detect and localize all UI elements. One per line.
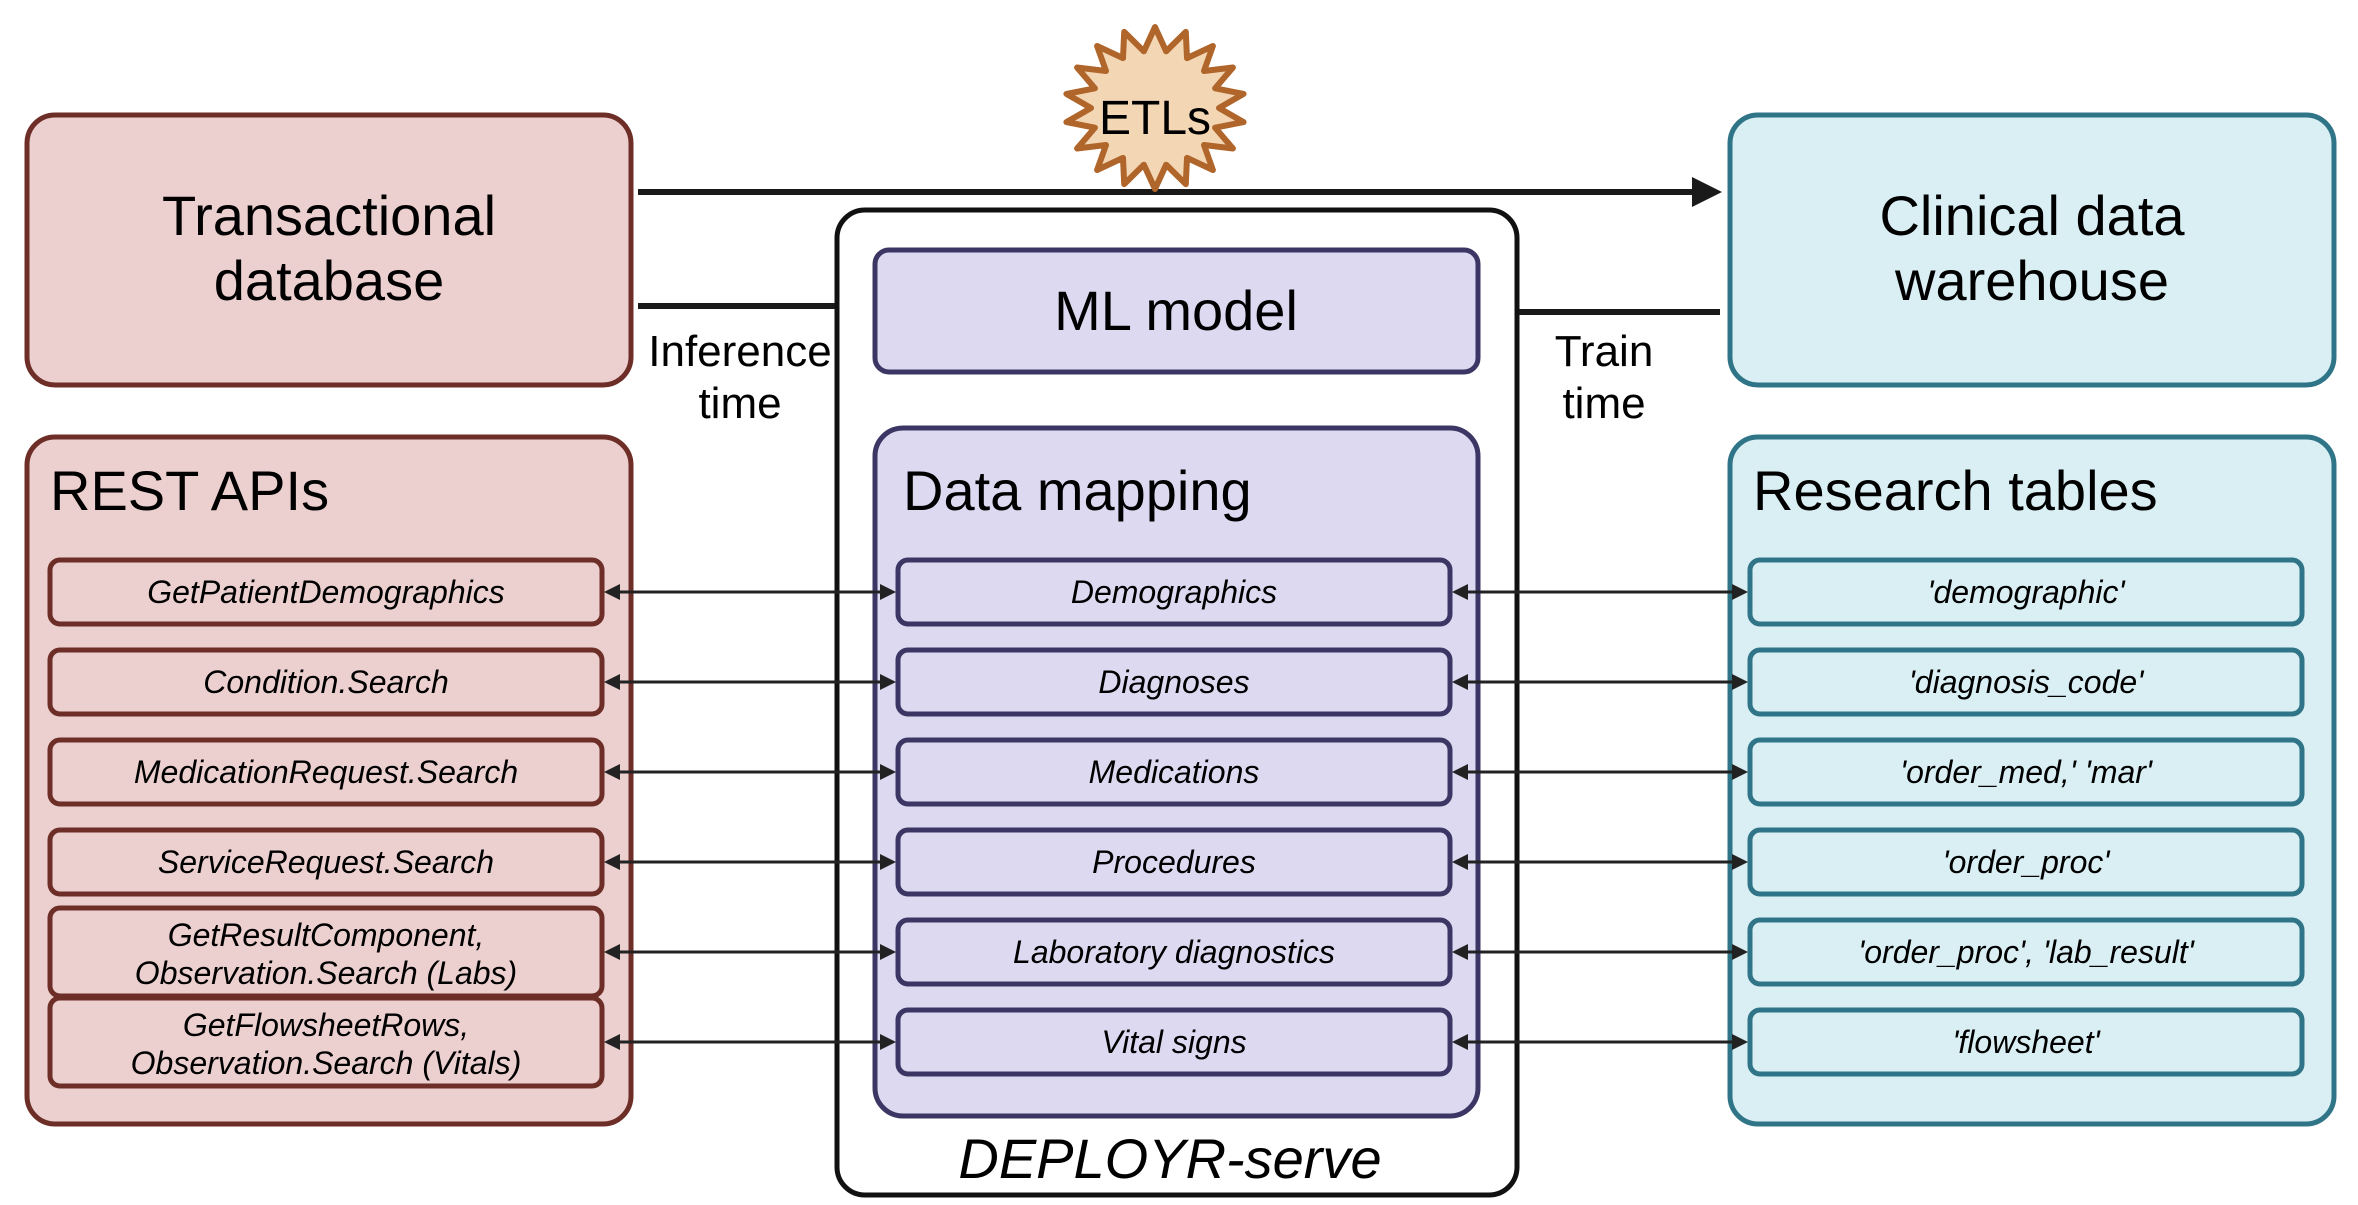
clinical-dw-line1: Clinical data <box>1879 184 2185 247</box>
rest-api-item-label: Observation.Search (Labs) <box>135 955 517 991</box>
rest-api-item-label: GetFlowsheetRows, <box>183 1007 469 1043</box>
research-table-item-label: 'demographic' <box>1927 574 2126 610</box>
data-mapping-item: Demographics <box>895 557 1453 627</box>
data-mapping-item: Laboratory diagnostics <box>895 917 1453 987</box>
inference-time-line2: time <box>698 379 781 428</box>
data-mapping-title: Data mapping <box>903 459 1252 522</box>
data-mapping-item-label: Medications <box>1089 754 1260 790</box>
data-mapping-item-label: Demographics <box>1071 574 1277 610</box>
data-mapping-panel: Data mapping DemographicsDiagnosesMedica… <box>872 425 1481 1119</box>
bidirectional-arrow <box>1452 854 1748 870</box>
bidirectional-arrow <box>1452 584 1748 600</box>
research-table-item: 'order_proc', 'lab_result' <box>1747 917 2305 987</box>
data-mapping-item-label: Vital signs <box>1101 1024 1246 1060</box>
rest-api-item: ServiceRequest.Search <box>47 827 605 897</box>
research-table-item-label: 'diagnosis_code' <box>1909 664 2146 700</box>
ml-model-box: ML model <box>872 247 1481 375</box>
rest-api-item-label: GetPatientDemographics <box>147 574 505 610</box>
bidirectional-arrow <box>1452 944 1748 960</box>
research-table-item: 'order_med,' 'mar' <box>1747 737 2305 807</box>
clinical-dw-line2: warehouse <box>1894 249 2169 312</box>
bidirectional-arrow <box>604 1034 896 1050</box>
research-table-item: 'diagnosis_code' <box>1747 647 2305 717</box>
data-mapping-item-label: Diagnoses <box>1098 664 1249 700</box>
data-mapping-item-label: Laboratory diagnostics <box>1013 934 1335 970</box>
star-shape <box>1063 24 1247 192</box>
bidirectional-arrow <box>604 674 896 690</box>
transactional-database-box: Transactional database <box>24 112 634 388</box>
rest-api-item: GetFlowsheetRows,Observation.Search (Vit… <box>47 995 605 1089</box>
rest-api-item-label: Condition.Search <box>203 664 448 700</box>
research-tables-title: Research tables <box>1753 459 2158 522</box>
bidirectional-arrow <box>1452 1034 1748 1050</box>
research-table-item: 'demographic' <box>1747 557 2305 627</box>
rest-api-item: Condition.Search <box>47 647 605 717</box>
bidirectional-arrow <box>604 764 896 780</box>
research-table-item: 'flowsheet' <box>1747 1007 2305 1077</box>
data-mapping-item: Procedures <box>895 827 1453 897</box>
rest-api-item: GetResultComponent,Observation.Search (L… <box>47 905 605 999</box>
inference-time-line1: Inference <box>648 327 831 376</box>
rest-api-item: GetPatientDemographics <box>47 557 605 627</box>
bidirectional-arrow <box>604 944 896 960</box>
deployr-serve-label: DEPLOYR-serve <box>958 1127 1381 1190</box>
etl-label: ETLs <box>1099 92 1211 145</box>
rest-api-item-label: GetResultComponent, <box>168 917 485 953</box>
research-tables-panel: Research tables 'demographic' 'diagnosis_… <box>1727 434 2337 1127</box>
research-table-item-label: 'order_proc' <box>1943 844 2112 880</box>
bidirectional-arrow <box>1452 764 1748 780</box>
data-mapping-item: Medications <box>895 737 1453 807</box>
rest-apis-panel: REST APIs GetPatientDemographicsConditio… <box>24 434 634 1127</box>
bidirectional-arrow <box>604 854 896 870</box>
data-mapping-item-label: Procedures <box>1092 844 1256 880</box>
etl-star: ETLs <box>1063 24 1247 192</box>
rest-apis-title: REST APIs <box>50 459 329 522</box>
clinical-data-warehouse-box: Clinical data warehouse <box>1727 112 2337 388</box>
transactional-database-line1: Transactional <box>162 184 496 247</box>
research-table-item-label: 'order_med,' 'mar' <box>1900 754 2154 790</box>
transactional-database-line2: database <box>214 249 444 312</box>
research-table-item-label: 'flowsheet' <box>1952 1024 2101 1060</box>
research-table-item-label: 'order_proc', 'lab_result' <box>1858 934 2196 970</box>
bidirectional-arrow <box>604 584 896 600</box>
etl-arrow <box>638 177 1722 207</box>
data-mapping-item: Diagnoses <box>895 647 1453 717</box>
bidirectional-arrow <box>1452 674 1748 690</box>
train-time-line2: time <box>1562 379 1645 428</box>
train-time-line1: Train <box>1555 327 1654 376</box>
rest-api-item-label: ServiceRequest.Search <box>158 844 494 880</box>
rest-api-item-label: Observation.Search (Vitals) <box>131 1045 522 1081</box>
ml-model-label: ML model <box>1054 279 1298 342</box>
rest-api-item-label: MedicationRequest.Search <box>134 754 518 790</box>
data-mapping-item: Vital signs <box>895 1007 1453 1077</box>
rest-api-item: MedicationRequest.Search <box>47 737 605 807</box>
research-table-item: 'order_proc' <box>1747 827 2305 897</box>
